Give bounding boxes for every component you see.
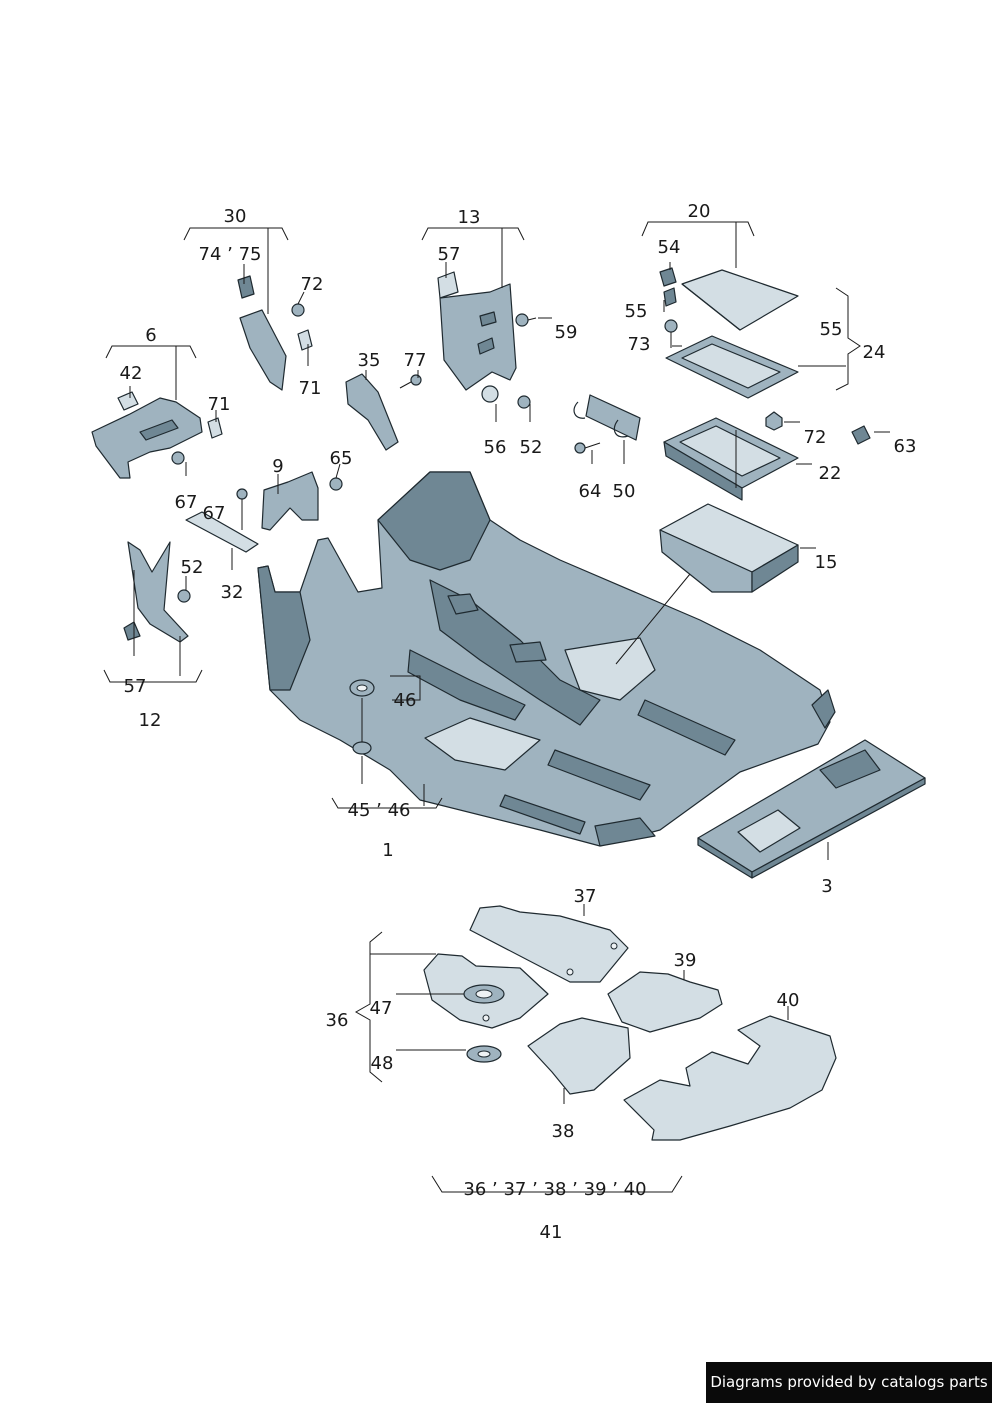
clip-part-57b [123, 621, 141, 641]
floor-mat-part-39 [607, 971, 723, 1033]
screw-part-73 [664, 319, 678, 348]
callout-13: 13 [458, 207, 481, 228]
trim-part-9 [261, 471, 319, 531]
callout-46: 46 [394, 690, 417, 711]
callout-30: 30 [224, 206, 247, 227]
clip-part-42 [117, 391, 139, 411]
clip-part-71a [297, 329, 313, 351]
callout-52b: 52 [181, 557, 204, 578]
floor-carpet-part-1 [257, 471, 836, 847]
callout-38: 38 [552, 1121, 575, 1142]
callout-52a: 52 [520, 437, 543, 458]
tray-lid-part-24 [665, 335, 799, 399]
callout-45-46: 45 ’ 46 [348, 800, 411, 821]
callout-41: 41 [540, 1222, 563, 1243]
callout-65: 65 [330, 448, 353, 469]
callout-48: 48 [371, 1053, 394, 1074]
callout-63: 63 [894, 436, 917, 457]
callout-54: 54 [658, 237, 681, 258]
fastener-part-46 [349, 679, 375, 697]
callout-40: 40 [777, 990, 800, 1011]
callout-74-75: 74 ’ 75 [199, 244, 262, 265]
callout-67a: 67 [175, 492, 198, 513]
callout-24: 24 [863, 342, 886, 363]
callout-71b: 71 [208, 394, 231, 415]
callout-47: 47 [370, 998, 393, 1019]
screw-part-67a [171, 451, 185, 465]
nut-part-72b [765, 411, 783, 431]
storage-tray-part-15 [659, 503, 799, 593]
nut-part-72a [291, 303, 305, 317]
screw-part-64 [574, 442, 601, 454]
callout-71a: 71 [299, 378, 322, 399]
callout-72a: 72 [301, 274, 324, 295]
bracket-part-30 [237, 275, 287, 391]
strip-part-32 [185, 511, 259, 553]
tray-cover-part-20 [681, 269, 799, 331]
floor-mat-part-38 [527, 1017, 631, 1095]
callout-55a: 55 [625, 301, 648, 322]
callout-39: 39 [674, 950, 697, 971]
clip-part-63 [851, 425, 871, 445]
callout-50: 50 [613, 481, 636, 502]
screw-part-67b [236, 488, 248, 530]
callout-set-36-40: 36 ’ 37 ’ 38 ’ 39 ’ 40 [463, 1179, 646, 1200]
rivet-part-59 [515, 313, 537, 327]
callout-20: 20 [688, 201, 711, 222]
callout-15: 15 [815, 552, 838, 573]
callout-57b: 57 [124, 676, 147, 697]
tray-frame-part-22 [663, 417, 799, 501]
clip-part-54 [659, 267, 677, 287]
bracket-part-50 [573, 394, 641, 441]
callout-32: 32 [221, 582, 244, 603]
rivet-part-52b [177, 589, 191, 603]
fastener-part-48 [466, 1045, 502, 1063]
callout-67b: 67 [203, 503, 226, 524]
rear-carpet-part-3 [697, 739, 926, 879]
callout-9: 9 [272, 456, 283, 477]
leader-lines [103, 221, 890, 1193]
callout-22: 22 [819, 463, 842, 484]
bracket-part-6 [91, 397, 203, 479]
callout-77: 77 [404, 350, 427, 371]
callout-1: 1 [382, 840, 393, 861]
callout-6: 6 [145, 325, 156, 346]
callout-64: 64 [579, 481, 602, 502]
callout-42: 42 [120, 363, 143, 384]
cap-part-56 [481, 385, 499, 403]
rivet-part-52a [517, 395, 531, 409]
callout-59: 59 [555, 322, 578, 343]
clip-part-55 [663, 287, 677, 307]
callout-35: 35 [358, 350, 381, 371]
callout-55b: 55 [820, 319, 843, 340]
callout-72b: 72 [804, 427, 827, 448]
callout-labels: 30 74 ’ 75 72 71 6 42 71 67 13 57 59 35 … [120, 201, 917, 1243]
callout-36: 36 [326, 1010, 349, 1031]
callout-3: 3 [821, 876, 832, 897]
clip-part-57a [437, 271, 459, 299]
callout-12: 12 [139, 710, 162, 731]
clip-part-71b [207, 417, 223, 439]
footer-credit: Diagrams provided by catalogs parts [706, 1362, 992, 1403]
trim-part-12 [127, 541, 189, 643]
trim-part-13 [439, 283, 517, 391]
floor-mat-part-40 [623, 1015, 837, 1141]
callout-37: 37 [574, 886, 597, 907]
nut-part-65 [329, 477, 343, 491]
callout-73: 73 [628, 334, 651, 355]
callout-56: 56 [484, 437, 507, 458]
callout-57a: 57 [438, 244, 461, 265]
trim-part-35 [345, 373, 399, 451]
floor-mat-part-37 [469, 905, 629, 983]
fastener-part-45 [352, 741, 372, 755]
floor-mat-part-36 [423, 953, 549, 1029]
